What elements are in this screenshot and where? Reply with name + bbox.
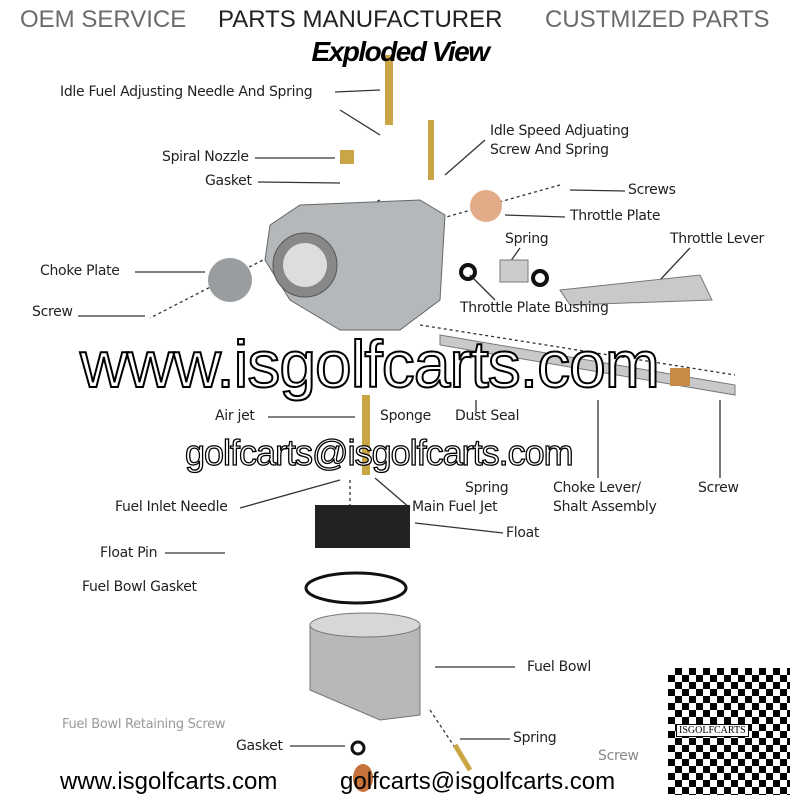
label-spring-3: Spring (513, 730, 557, 746)
diagram-title: Exploded View (311, 36, 490, 67)
label-spring-2: Spring (465, 480, 509, 496)
label-screw-left: Screw (32, 304, 73, 320)
label-float-pin: Float Pin (100, 545, 158, 561)
label-idle-fuel-needle: Idle Fuel Adjusting Needle And Spring (60, 84, 313, 100)
customized-parts-heading: CUSTMIZED PARTS (545, 6, 770, 33)
label-screw-right: Screw (698, 480, 739, 496)
watermark-website: www.isgolfcarts.com (79, 326, 661, 402)
label-idle-speed-screw: Idle Speed Adjuating (490, 123, 630, 139)
oem-service-heading: OEM SERVICE (20, 6, 187, 33)
label-main-fuel-jet: Main Fuel Jet (412, 499, 498, 516)
label-sponge: Sponge (380, 408, 431, 424)
label-fuel-bowl-gasket: Fuel Bowl Gasket (82, 579, 197, 595)
label-throttle-bushing: Throttle Plate Bushing (460, 300, 609, 316)
qr-caption: ISGOLFCARTS (676, 724, 749, 737)
label-throttle-plate: Throttle Plate (570, 208, 661, 224)
qr-code: ISGOLFCARTS (668, 668, 790, 795)
label-fuel-inlet-needle: Fuel Inlet Needle (115, 499, 228, 515)
label-screw-bottom: Screw (598, 748, 639, 764)
label-idle-speed-screw-2: Screw And Spring (490, 142, 609, 158)
label-choke-plate: Choke Plate (40, 263, 120, 279)
label-float: Float (506, 525, 540, 541)
footer-website: www.isgolfcarts.com (60, 768, 278, 795)
label-screws: Screws (628, 182, 676, 198)
label-spring-1: Spring (505, 231, 549, 247)
label-gasket-bottom: Gasket (236, 738, 283, 754)
label-choke-lever-2: Shalt Assembly (553, 499, 657, 515)
label-choke-lever: Choke Lever/ (553, 480, 641, 496)
label-throttle-lever: Throttle Lever (670, 231, 764, 247)
label-spiral-nozzle: Spiral Nozzle (162, 149, 249, 165)
label-fuel-bowl: Fuel Bowl (527, 659, 591, 675)
parts-manufacturer-heading: PARTS MANUFACTURER (218, 6, 503, 33)
label-air-jet: Air jet (215, 408, 255, 424)
watermark-email: golfcarts@isgolfcarts.com (184, 431, 574, 473)
label-gasket-top: Gasket (205, 173, 252, 189)
label-dust-seal: Dust Seal (455, 408, 520, 424)
footer-email: golfcarts@isgolfcarts.com (340, 768, 616, 795)
label-bowl-retaining-screw: Fuel Bowl Retaining Screw (62, 717, 226, 732)
